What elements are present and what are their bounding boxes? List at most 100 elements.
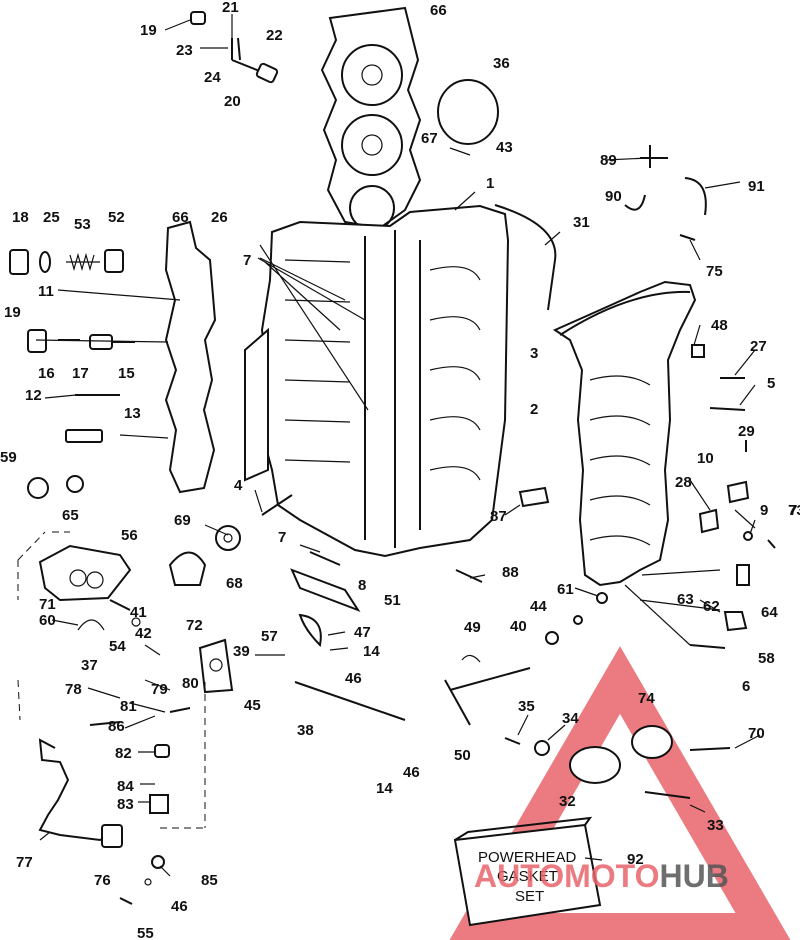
callout-87: 87 [490, 508, 507, 525]
callout-33: 33 [707, 817, 724, 834]
kit-line-1: POWERHEAD [478, 849, 577, 866]
callout-61: 61 [557, 581, 574, 598]
callout-9: 9 [760, 502, 768, 519]
callout-36: 36 [493, 55, 510, 72]
callout-15: 15 [118, 365, 135, 382]
callout-22: 22 [266, 27, 283, 44]
callout-17: 17 [72, 365, 89, 382]
watermark-text: AUTOMOTOHUB [474, 858, 729, 894]
callout-92: 92 [627, 851, 644, 868]
callout-82: 82 [115, 745, 132, 762]
kit-line-2: GASKET [497, 868, 558, 885]
callout-7-right: 7 [789, 502, 797, 519]
right-bolts [689, 344, 776, 649]
callout-63: 63 [677, 591, 694, 608]
callout-37: 37 [81, 657, 98, 674]
callout-12: 12 [25, 387, 42, 404]
crankcase-cover [552, 280, 697, 587]
watermark-moto: MOTO [564, 858, 659, 894]
callout-14-a: 14 [363, 643, 380, 660]
callout-68: 68 [226, 575, 243, 592]
callout-44: 44 [530, 598, 547, 615]
leader-lines [35, 14, 761, 877]
callout-3: 3 [530, 345, 538, 362]
callout-62: 62 [703, 598, 720, 615]
callout-89: 89 [600, 152, 617, 169]
cylinder-block [244, 204, 510, 558]
callout-58: 58 [758, 650, 775, 667]
callout-46-a: 46 [345, 670, 362, 687]
callout-72: 72 [186, 617, 203, 634]
callout-86: 86 [108, 718, 125, 735]
callout-32: 32 [559, 793, 576, 810]
callout-16: 16 [38, 365, 55, 382]
callout-7-mid: 7 [278, 529, 286, 546]
callout-81: 81 [120, 698, 137, 715]
bottom-parts [504, 725, 731, 799]
brackets [290, 551, 361, 648]
gasket-kit-label: POWERHEAD GASKET SET [478, 849, 577, 905]
watermark-triangle [449, 646, 791, 940]
svg-text:AUTOMOTOHUB: AUTOMOTOHUB [474, 858, 729, 894]
callout-43: 43 [496, 139, 513, 156]
callout-67: 67 [421, 130, 438, 147]
callout-60: 60 [39, 612, 56, 629]
left-small-parts [9, 249, 135, 443]
misc-parts [27, 475, 550, 586]
callout-77: 77 [16, 854, 33, 871]
callout-79: 79 [151, 681, 168, 698]
misc-small [455, 569, 608, 663]
callout-19: 19 [140, 22, 157, 39]
callout-21: 21 [222, 0, 239, 16]
callout-73: 73 [788, 502, 800, 519]
callout-2: 2 [530, 401, 538, 418]
callout-50: 50 [454, 747, 471, 764]
harness-parts [190, 11, 279, 84]
callout-11: 11 [38, 283, 54, 300]
callout-27: 27 [750, 338, 767, 355]
callout-66-top: 66 [430, 2, 447, 19]
callout-80: 80 [182, 675, 199, 692]
callout-85: 85 [201, 872, 218, 889]
callout-4: 4 [234, 477, 243, 494]
callout-46-b: 46 [403, 764, 420, 781]
link-rod [294, 681, 406, 721]
watermark-hub: HUB [659, 858, 728, 894]
callout-10: 10 [697, 450, 714, 467]
callout-41: 41 [130, 604, 147, 621]
callout-31: 31 [573, 214, 590, 231]
callout-90: 90 [605, 188, 622, 205]
callout-7-top: 7 [243, 252, 251, 269]
callout-47: 47 [354, 624, 371, 641]
callout-83: 83 [117, 796, 134, 813]
callout-8: 8 [358, 577, 366, 594]
callout-88: 88 [502, 564, 519, 581]
callout-76: 76 [94, 872, 111, 889]
callout-84: 84 [117, 778, 134, 795]
callout-75: 75 [706, 263, 723, 280]
callout-71: 71 [39, 596, 56, 613]
gasket-kit-box [453, 816, 602, 927]
hose [494, 204, 557, 311]
cover-plate [198, 638, 234, 694]
callout-91: 91 [748, 178, 765, 195]
callout-74: 74 [638, 690, 655, 707]
callout-29: 29 [738, 423, 755, 440]
callout-51: 51 [384, 592, 401, 609]
callout-40: 40 [510, 618, 527, 635]
callout-54: 54 [109, 638, 126, 655]
link-arm [444, 667, 531, 726]
callout-38: 38 [297, 722, 314, 739]
callout-65: 65 [62, 507, 79, 524]
callout-53: 53 [74, 216, 91, 233]
callout-20: 20 [224, 93, 241, 110]
callout-14-b: 14 [376, 780, 393, 797]
callout-6: 6 [742, 678, 750, 695]
callout-42: 42 [135, 625, 152, 642]
fittings [624, 145, 707, 241]
callout-46-c: 46 [171, 898, 188, 915]
callout-55: 55 [137, 925, 154, 940]
head-gasket-top [320, 6, 422, 231]
callout-52: 52 [108, 209, 125, 226]
